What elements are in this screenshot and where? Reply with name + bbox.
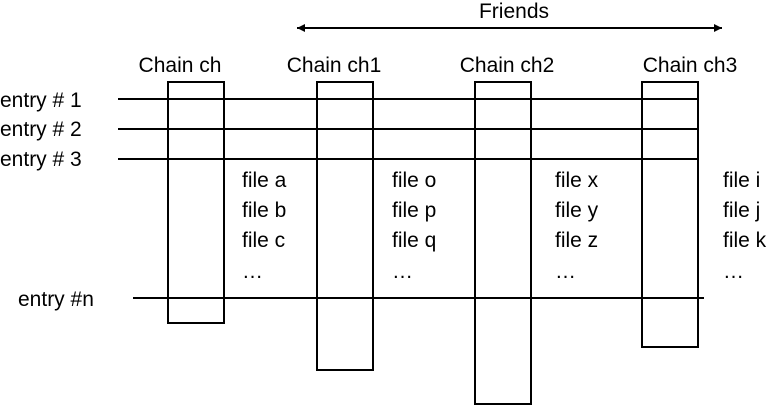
chain-ch2-column bbox=[474, 81, 532, 405]
file-item: file y bbox=[555, 199, 599, 222]
chain-ch3-column bbox=[641, 81, 699, 348]
file-item: file q bbox=[392, 229, 436, 252]
file-item: file a bbox=[242, 169, 287, 192]
chain-ch2-label: Chain ch2 bbox=[460, 54, 555, 77]
file-item: file p bbox=[392, 199, 436, 222]
file-item: file k bbox=[723, 229, 767, 252]
file-ellipsis: … bbox=[242, 260, 263, 283]
file-item: file b bbox=[242, 199, 286, 222]
entry-n-label: entry #n bbox=[18, 288, 94, 311]
file-item: file c bbox=[242, 229, 285, 252]
chain-ch1-column bbox=[316, 81, 374, 371]
file-ellipsis: … bbox=[555, 260, 576, 283]
entry-2-label: entry # 2 bbox=[0, 118, 82, 141]
file-item: file j bbox=[723, 199, 760, 222]
file-item: file i bbox=[723, 169, 760, 192]
chain-ch1-label: Chain ch1 bbox=[287, 54, 382, 77]
chain-ch3-label: Chain ch3 bbox=[643, 54, 738, 77]
file-item: file o bbox=[392, 169, 436, 192]
file-ellipsis: … bbox=[723, 260, 744, 283]
file-ellipsis: … bbox=[392, 260, 413, 283]
friends-label: Friends bbox=[479, 0, 549, 23]
file-item: file x bbox=[555, 169, 599, 192]
file-item: file z bbox=[555, 229, 598, 252]
chain-ch-label: Chain ch bbox=[139, 54, 222, 77]
chain-ch-column bbox=[167, 81, 225, 324]
entry-1-label: entry # 1 bbox=[0, 89, 82, 112]
entry-3-label: entry # 3 bbox=[0, 148, 82, 171]
